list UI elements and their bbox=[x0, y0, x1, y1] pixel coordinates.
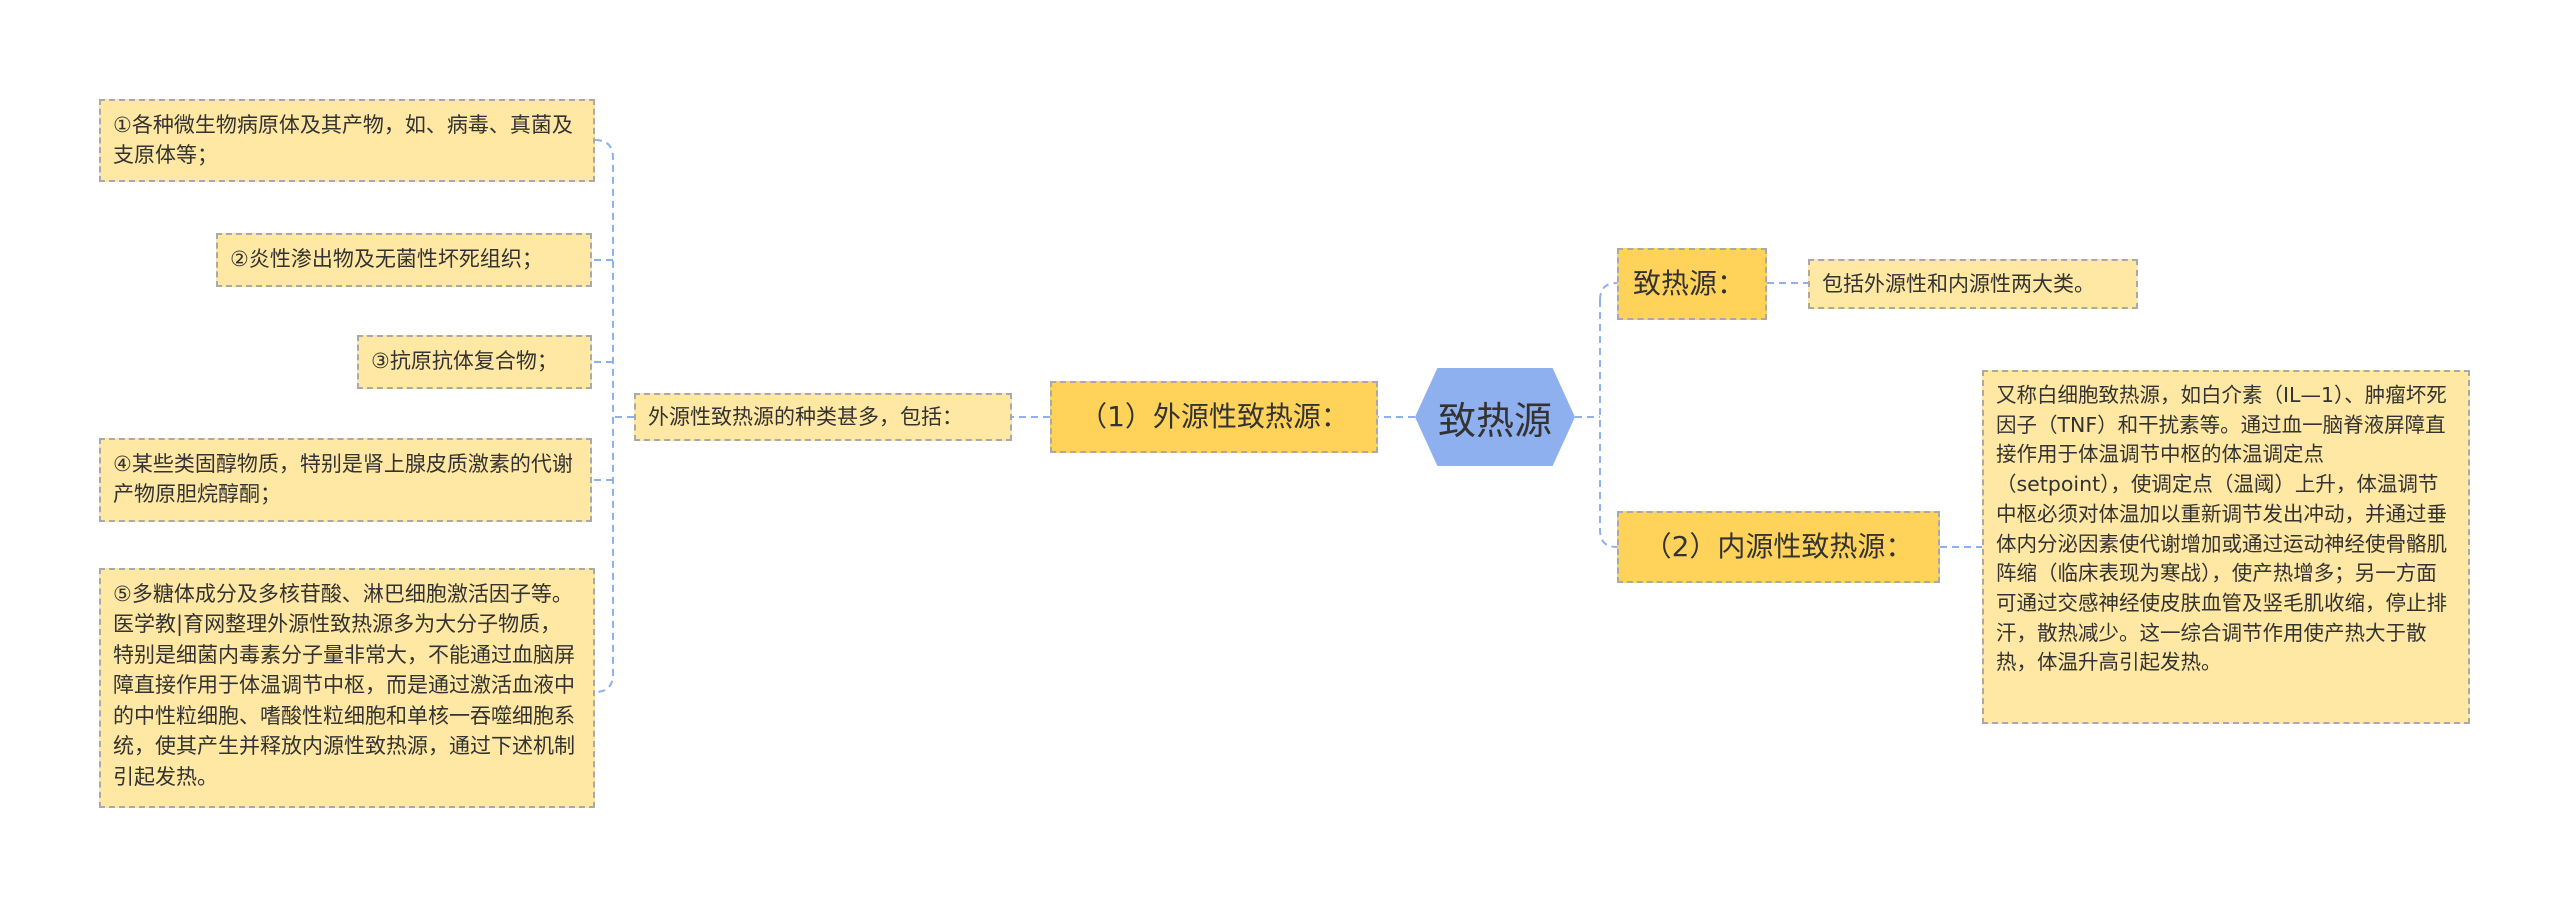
exogenous-item-4-text: ④某些类固醇物质，特别是肾上腺皮质激素的代谢产物原胆烷醇酮； bbox=[113, 452, 573, 507]
root-node-fever-pyrogen[interactable]: 致热源 bbox=[1415, 368, 1575, 466]
exogenous-item-1-text: ①各种微生物病原体及其产物，如、病毒、真菌及支原体等； bbox=[113, 113, 573, 168]
exogenous-pyrogen-label: （1）外源性致热源： bbox=[1079, 399, 1349, 433]
exogenous-pyrogen-node[interactable]: （1）外源性致热源： bbox=[1050, 381, 1378, 453]
exogenous-item-2[interactable]: ②炎性渗出物及无菌性坏死组织； bbox=[216, 233, 592, 287]
root-label: 致热源 bbox=[1437, 398, 1552, 443]
pyrogen-definition-label: 致热源： bbox=[1633, 266, 1746, 300]
pyrogen-definition-detail-text: 包括外源性和内源性两大类。 bbox=[1822, 271, 2095, 296]
exogenous-item-5-text: ⑤多糖体成分及多核苷酸、淋巴细胞激活因子等。医学教|育网整理外源性致热源多为大分… bbox=[113, 582, 575, 789]
exogenous-item-2-text: ②炎性渗出物及无菌性坏死组织； bbox=[230, 247, 543, 271]
exogenous-item-5[interactable]: ⑤多糖体成分及多核苷酸、淋巴细胞激活因子等。医学教|育网整理外源性致热源多为大分… bbox=[99, 568, 595, 808]
exogenous-item-1[interactable]: ①各种微生物病原体及其产物，如、病毒、真菌及支原体等； bbox=[99, 99, 595, 182]
exogenous-item-3[interactable]: ③抗原抗体复合物； bbox=[357, 335, 592, 389]
pyrogen-definition-detail[interactable]: 包括外源性和内源性两大类。 bbox=[1808, 259, 2138, 309]
pyrogen-definition-node[interactable]: 致热源： bbox=[1617, 248, 1767, 320]
exogenous-item-4[interactable]: ④某些类固醇物质，特别是肾上腺皮质激素的代谢产物原胆烷醇酮； bbox=[99, 438, 592, 522]
endogenous-pyrogen-node[interactable]: （2）内源性致热源： bbox=[1617, 511, 1940, 583]
endogenous-pyrogen-detail[interactable]: 又称白细胞致热源，如白介素（IL—1）、肿瘤坏死因子（TNF）和干扰素等。通过血… bbox=[1982, 370, 2470, 724]
endogenous-pyrogen-detail-text: 又称白细胞致热源，如白介素（IL—1）、肿瘤坏死因子（TNF）和干扰素等。通过血… bbox=[1996, 383, 2447, 675]
exogenous-item-3-text: ③抗原抗体复合物； bbox=[371, 349, 558, 373]
endogenous-pyrogen-label: （2）内源性致热源： bbox=[1643, 529, 1914, 563]
exogenous-intro-text: 外源性致热源的种类甚多，包括： bbox=[648, 404, 963, 429]
exogenous-intro-node[interactable]: 外源性致热源的种类甚多，包括： bbox=[634, 393, 1012, 441]
